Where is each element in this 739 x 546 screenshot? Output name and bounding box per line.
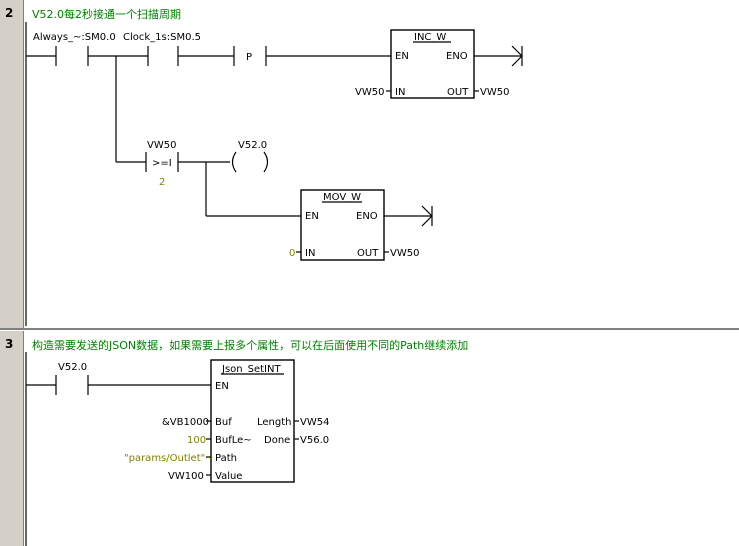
inc-w-en-pin: EN [395, 51, 409, 62]
network-2-gutter[interactable] [0, 0, 24, 328]
inc-w-title: INC_W [414, 32, 446, 43]
coil-v52-0[interactable] [231, 151, 269, 173]
json-value-operand: VW100 [168, 471, 204, 482]
contact-v52-0-label: V52.0 [58, 362, 87, 373]
mov-w-title: MOV_W [323, 192, 361, 203]
json-length-operand: VW54 [300, 417, 329, 428]
network-3-gutter[interactable] [0, 331, 24, 546]
json-path-operand: "params/Outlet"~ [124, 453, 214, 464]
inc-w-eno-pin: ENO [446, 51, 468, 62]
contact-always-on-label: Always_~:SM0.0 [33, 32, 116, 43]
json-path-pin: Path [215, 453, 237, 464]
inc-w-in-pin: IN [395, 87, 405, 98]
json-done-operand: V56.0 [300, 435, 329, 446]
mov-w-out-pin: OUT [357, 248, 379, 259]
inc-w-out-pin: OUT [447, 87, 469, 98]
inc-w-out-operand: VW50 [480, 87, 509, 98]
mov-w-out-operand: VW50 [390, 248, 419, 259]
compare-operator: >=I [152, 158, 172, 169]
compare-operand-bottom: 2 [159, 177, 165, 188]
contact-always-on[interactable] [55, 46, 89, 66]
coil-label: V52.0 [238, 140, 267, 151]
contact-clock-1s[interactable] [147, 46, 179, 66]
json-done-pin: Done [264, 435, 290, 446]
json-buf-pin: Buf [215, 417, 232, 428]
contact-clock-1s-label: Clock_1s:SM0.5 [123, 32, 201, 43]
mov-w-eno-pin: ENO [356, 211, 378, 222]
json-buf-operand: &VB1000 [162, 417, 209, 428]
mov-w-eno-arrow [421, 205, 433, 227]
network-separator [0, 328, 739, 330]
network-3-number: 3 [5, 337, 14, 351]
mov-w-in-pin: IN [305, 248, 315, 259]
mov-w-en-pin: EN [305, 211, 319, 222]
mov-w-in-operand: 0 [289, 248, 295, 259]
mov-w-block[interactable] [300, 189, 385, 261]
network-2-comment[interactable]: V52.0每2秒接通一个扫描周期 [32, 8, 182, 21]
inc-w-in-operand: VW50 [355, 87, 384, 98]
json-bufle-pin: BufLe~ [215, 435, 252, 446]
network-2-number: 2 [5, 6, 14, 20]
inc-w-block[interactable] [390, 29, 475, 99]
json-setint-en-pin: EN [215, 381, 229, 392]
positive-transition-label: P [246, 52, 252, 63]
json-setint-title: Json_SetINT [221, 364, 281, 375]
json-value-pin: Value [215, 471, 242, 482]
json-bufle-operand: 100 [187, 435, 206, 446]
contact-v52-0[interactable] [55, 375, 89, 395]
compare-operand-top: VW50 [147, 140, 176, 151]
json-length-pin: Length [257, 417, 292, 428]
inc-w-eno-arrow [511, 45, 523, 67]
network-3-comment[interactable]: 构造需要发送的JSON数据，如果需要上报多个属性，可以在后面使用不同的Path继… [32, 339, 469, 352]
